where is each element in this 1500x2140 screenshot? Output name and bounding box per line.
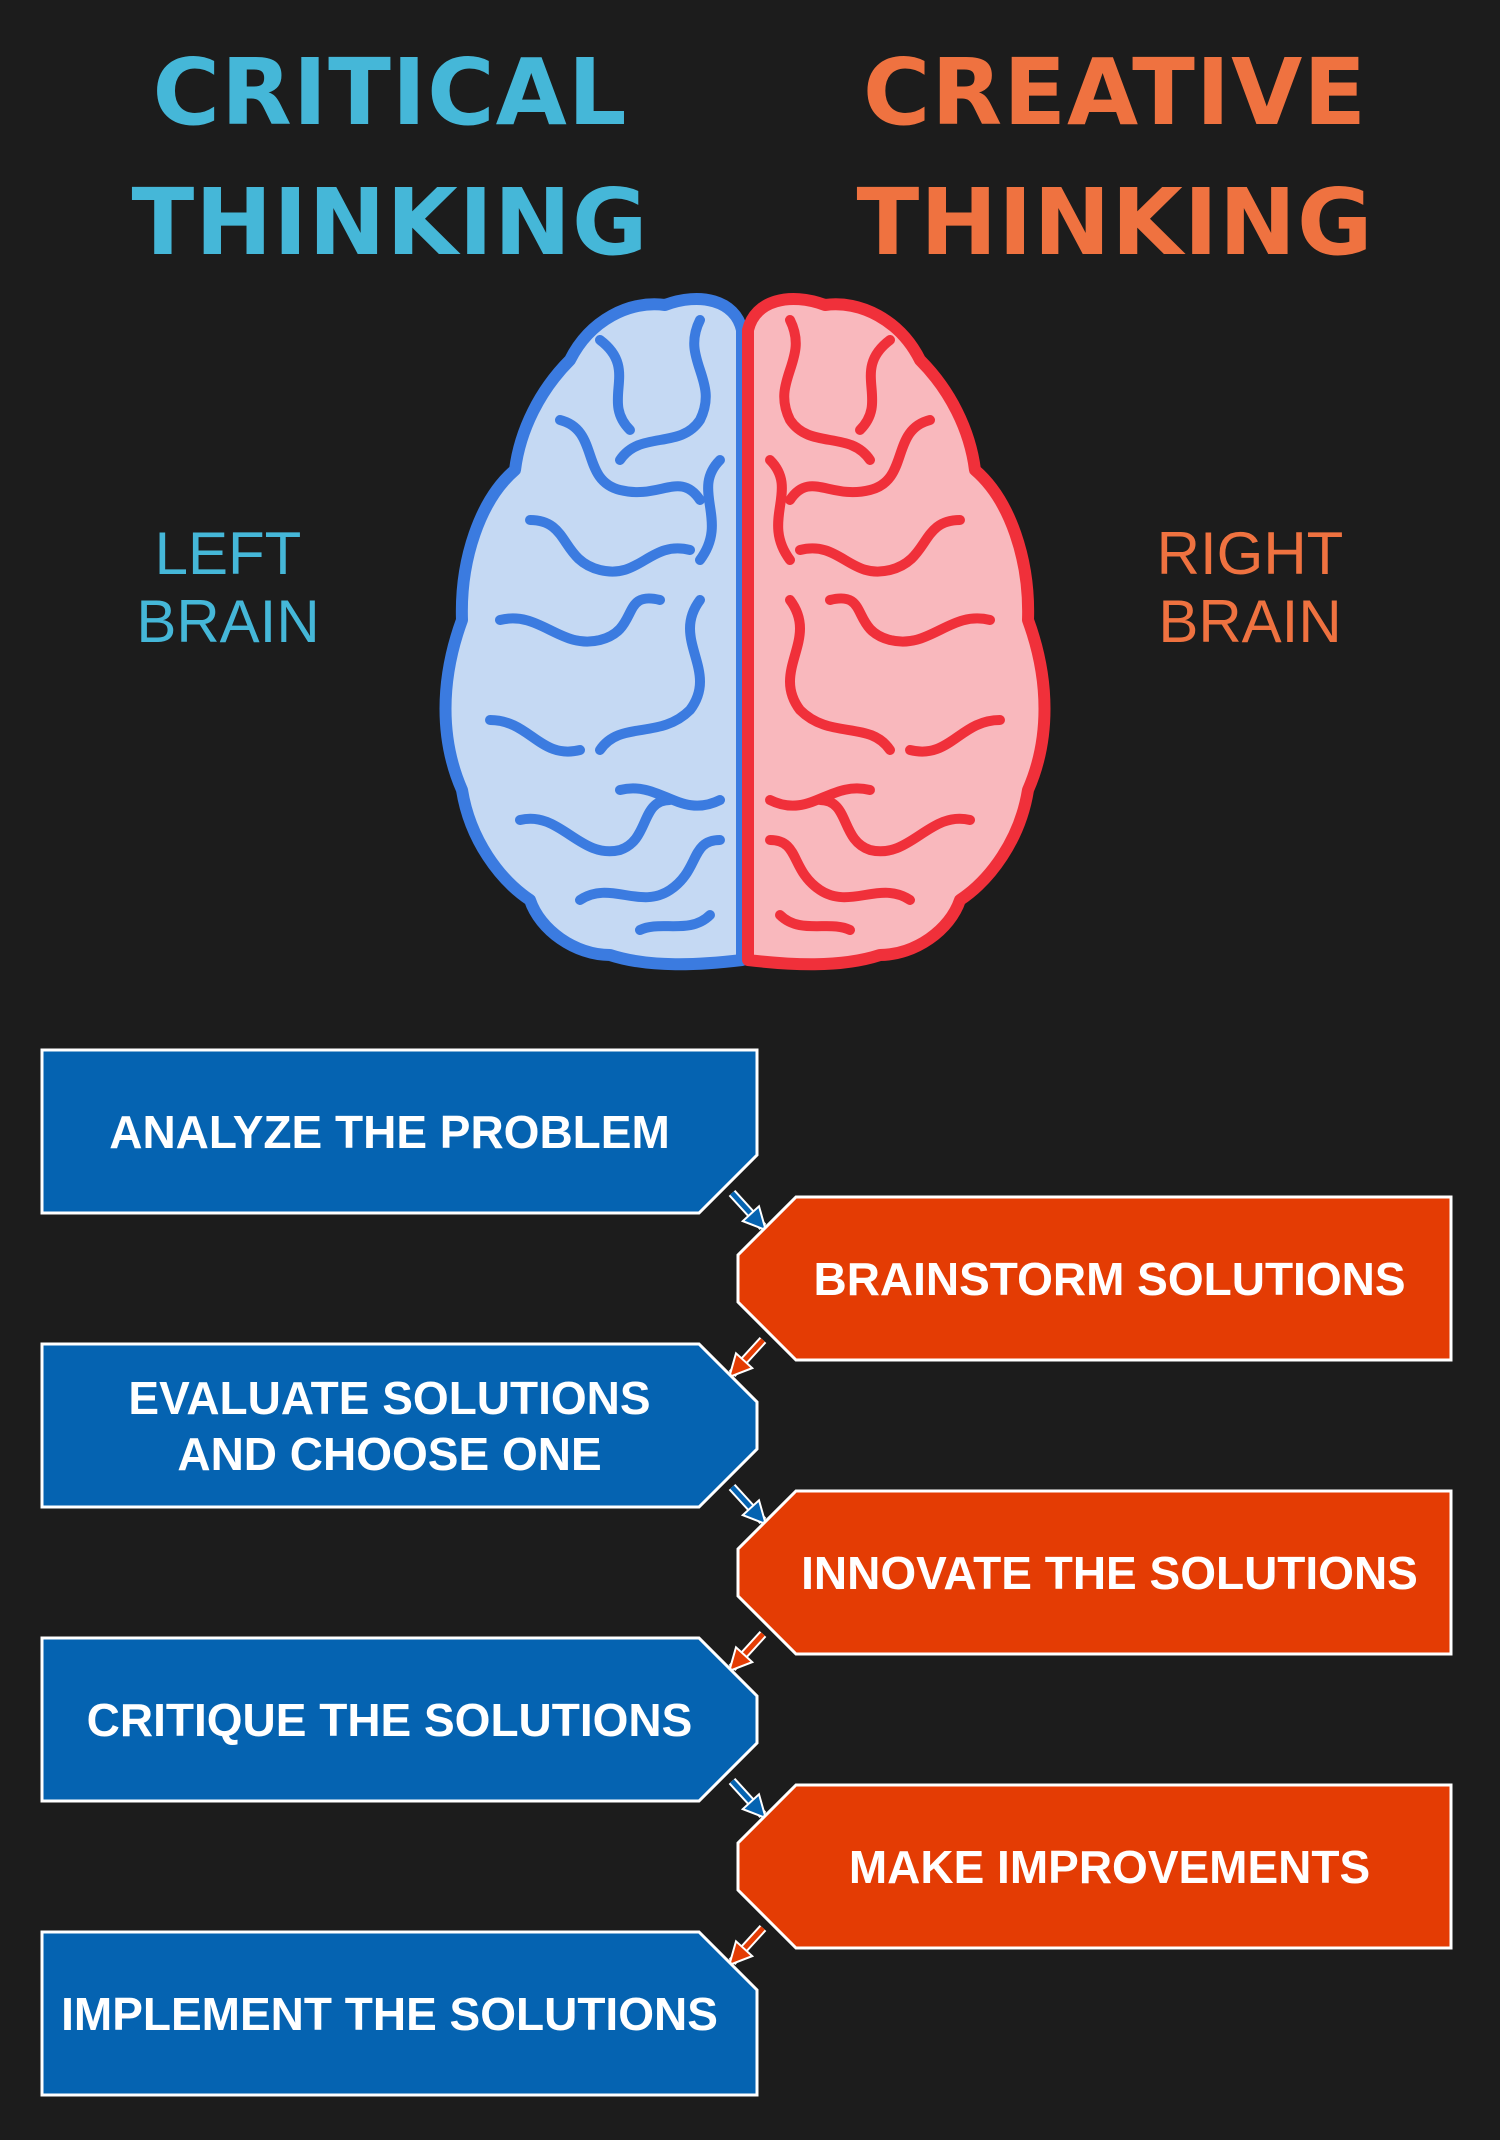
critical-thinking-title: CRITICAL THINKING xyxy=(30,28,750,288)
step-arrow-3 xyxy=(728,1483,768,1526)
right-brain-line-1: RIGHT xyxy=(1156,520,1344,587)
step-label-2: BRAINSTORM SOLUTIONS xyxy=(768,1199,1451,1359)
step-box-4 xyxy=(736,1489,1453,1656)
step-label-4: INNOVATE THE SOLUTIONS xyxy=(768,1493,1451,1653)
step-arrow-6 xyxy=(727,1924,767,1967)
step-4-line-1: INNOVATE THE SOLUTIONS xyxy=(801,1547,1418,1599)
critical-title-line-1: CRITICAL xyxy=(152,39,628,146)
step-7-line-1: IMPLEMENT THE SOLUTIONS xyxy=(61,1988,718,2040)
step-arrow-4 xyxy=(727,1630,767,1673)
step-2-line-1: BRAINSTORM SOLUTIONS xyxy=(813,1253,1406,1305)
step-3-line-2: AND CHOOSE ONE xyxy=(177,1428,602,1480)
critical-title-line-2: THINKING xyxy=(131,169,649,276)
left-brain-label: LEFT BRAIN xyxy=(68,520,388,656)
step-1-line-1: ANALYZE THE PROBLEM xyxy=(109,1106,670,1158)
creative-thinking-title: CREATIVE THINKING xyxy=(755,28,1475,288)
step-box-1 xyxy=(40,1048,759,1215)
right-hemisphere xyxy=(742,293,1051,971)
step-box-6 xyxy=(736,1783,1453,1950)
step-box-7 xyxy=(40,1930,759,2097)
step-box-3 xyxy=(40,1342,759,1509)
left-hemisphere xyxy=(439,293,748,971)
step-label-6: MAKE IMPROVEMENTS xyxy=(768,1787,1451,1947)
step-label-5: CRITIQUE THE SOLUTIONS xyxy=(42,1640,737,1800)
step-3-line-1: EVALUATE SOLUTIONS xyxy=(128,1372,651,1424)
creative-title-line-2: THINKING xyxy=(856,169,1374,276)
step-arrow-2 xyxy=(727,1336,767,1379)
step-label-7: IMPLEMENT THE SOLUTIONS xyxy=(42,1934,737,2094)
process-flow xyxy=(40,1048,1453,2097)
creative-title-line-1: CREATIVE xyxy=(862,39,1368,146)
step-6-line-1: MAKE IMPROVEMENTS xyxy=(848,1841,1371,1893)
step-label-1: ANALYZE THE PROBLEM xyxy=(42,1052,737,1212)
step-box-2 xyxy=(736,1195,1453,1362)
step-box-5 xyxy=(40,1636,759,1803)
left-brain-line-1: LEFT xyxy=(154,520,302,587)
step-arrow-5 xyxy=(728,1777,768,1820)
step-arrow-1 xyxy=(728,1189,768,1232)
step-5-line-1: CRITIQUE THE SOLUTIONS xyxy=(86,1694,693,1746)
left-brain-line-2: BRAIN xyxy=(136,588,320,655)
right-brain-label: RIGHT BRAIN xyxy=(1090,520,1410,656)
right-brain-line-2: BRAIN xyxy=(1158,588,1342,655)
